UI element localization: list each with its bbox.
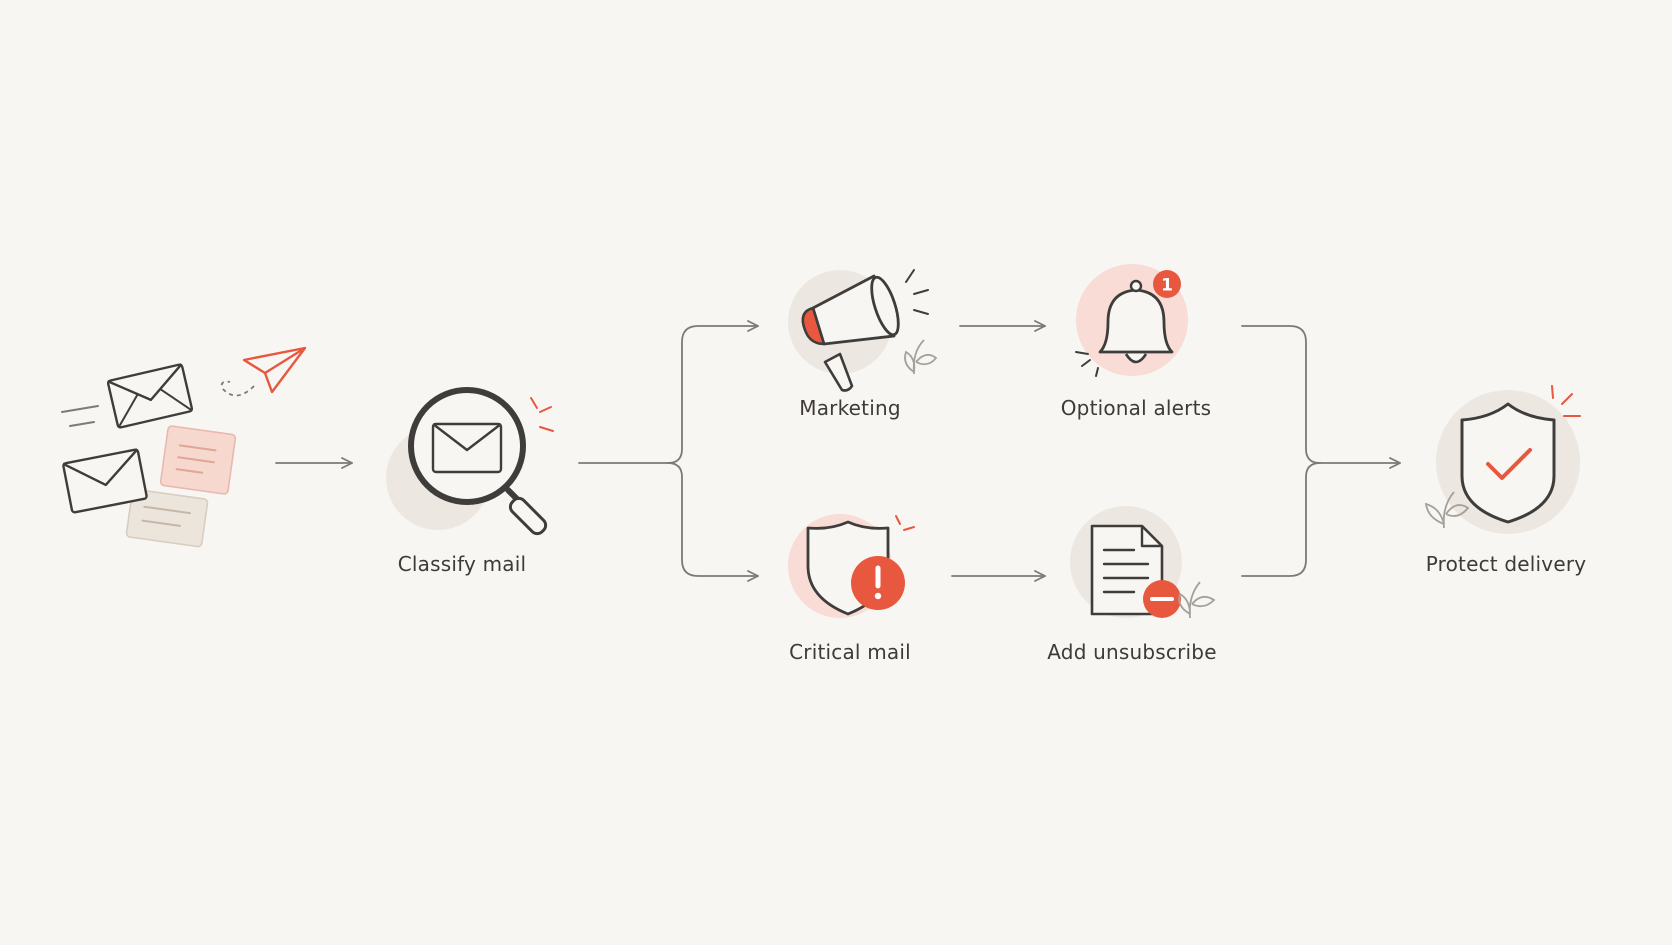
plant-icon <box>1424 491 1470 529</box>
label-protect-delivery: Protect delivery <box>1425 552 1587 576</box>
label-classify-mail: Classify mail <box>397 552 527 576</box>
arrow-branch-to-critical <box>667 462 759 582</box>
plant-icon <box>904 339 938 375</box>
bell-icon: 1 <box>1075 264 1188 377</box>
shield-check-icon <box>1424 385 1581 534</box>
badge-count: 1 <box>1161 276 1173 296</box>
connector-unsubscribe-merge <box>1241 462 1321 577</box>
paper-plane-icon <box>220 346 307 397</box>
megaphone-icon <box>788 269 938 392</box>
envelopes-icon <box>61 346 307 548</box>
document-minus-icon <box>1070 506 1216 619</box>
shield-alert-icon <box>788 514 915 618</box>
label-critical-mail: Critical mail <box>789 640 911 664</box>
magnifier-envelope-icon <box>386 387 554 536</box>
label-marketing: Marketing <box>799 396 901 420</box>
connectors <box>275 320 1401 582</box>
label-add-unsubscribe: Add unsubscribe <box>1047 640 1217 664</box>
label-optional-alerts: Optional alerts <box>1060 396 1212 420</box>
connector-optional-merge <box>1241 325 1321 464</box>
arrow-branch-to-marketing <box>667 320 759 464</box>
plant-icon <box>1178 581 1216 619</box>
notification-badge <box>1153 270 1181 298</box>
